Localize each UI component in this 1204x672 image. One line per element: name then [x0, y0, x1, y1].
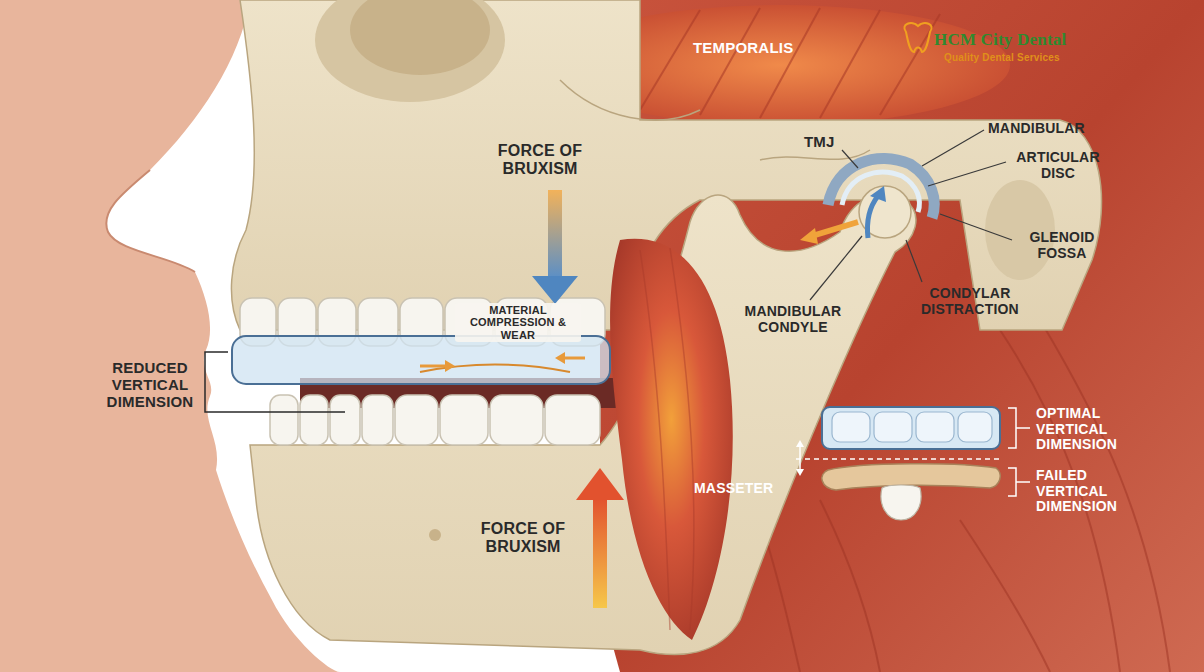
- force-label: FORCE OF BRUXISM: [458, 520, 588, 556]
- part-label: MANDIBULAR: [988, 121, 1085, 137]
- dimension-label: OPTIMAL VERTICAL DIMENSION: [1036, 406, 1156, 453]
- part-label: GLENOID FOSSA: [1012, 230, 1112, 261]
- dimension-label: FAILED VERTICAL DIMENSION: [1036, 468, 1156, 515]
- force-label: FORCE OF BRUXISM: [470, 142, 610, 178]
- muscle-label: MASSETER: [694, 481, 773, 497]
- muscle-label: TEMPORALIS: [693, 40, 793, 57]
- dimension-label: REDUCED VERTICAL DIMENSION: [100, 360, 200, 410]
- wear-label: MATERIAL COMPRESSION & WEAR: [455, 303, 581, 342]
- part-label: CONDYLAR DISTRACTION: [900, 286, 1040, 317]
- part-label: MANDIBULAR CONDYLE: [728, 304, 858, 335]
- watermark: Quality Dental Services: [944, 52, 1060, 63]
- part-label: TMJ: [804, 134, 835, 151]
- watermark: HCM City Dental: [934, 30, 1066, 49]
- part-label: ARTICULAR DISC: [1008, 150, 1108, 181]
